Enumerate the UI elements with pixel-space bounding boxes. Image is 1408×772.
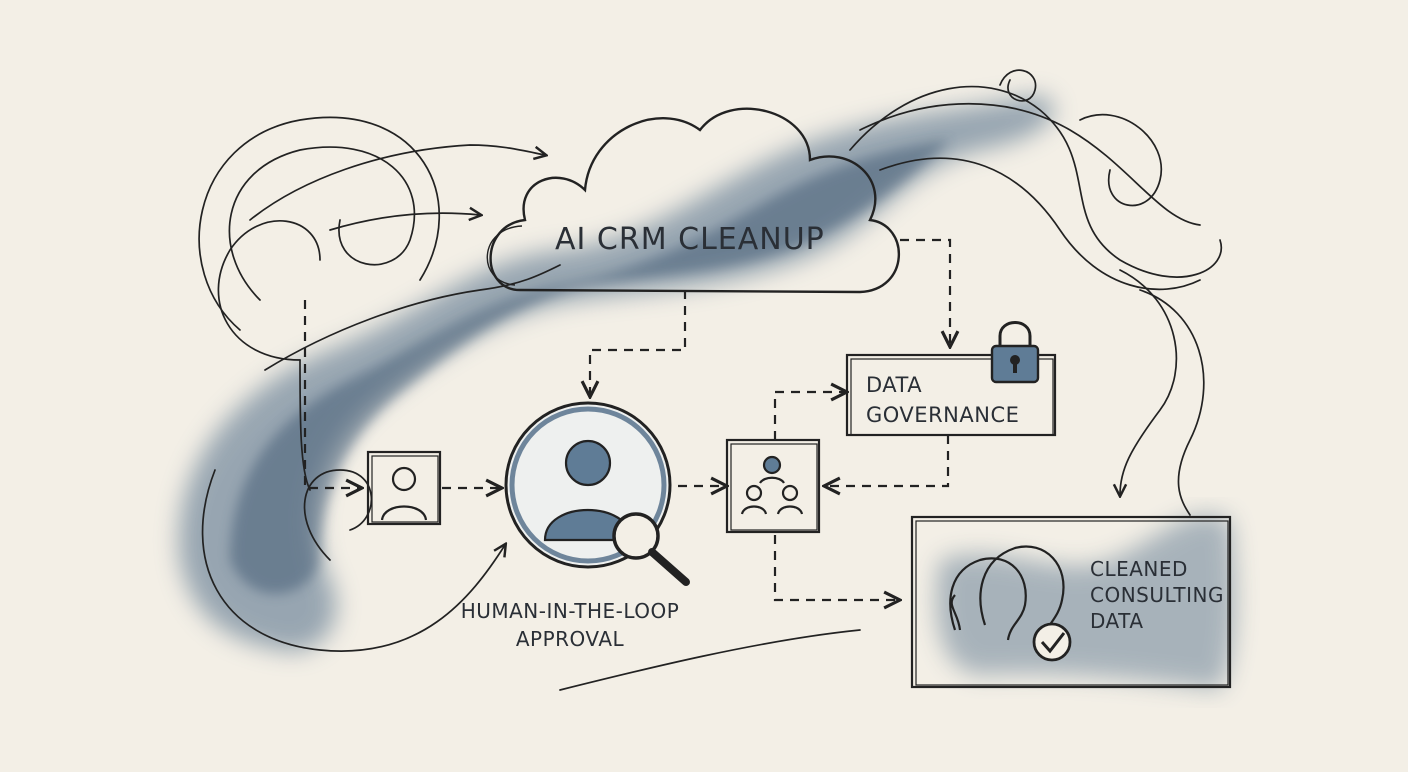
hitl-line-1: HUMAN-IN-THE-LOOP (460, 599, 680, 623)
watercolor-wash-dark (230, 140, 950, 594)
governance-box (845, 353, 1057, 437)
dashed-connectors (303, 238, 950, 600)
team-icon (725, 438, 821, 534)
diagram-title: AI CRM CLEANUP (555, 222, 825, 257)
cleaned-line-2: CONSULTING (1090, 583, 1224, 607)
padlock-icon (990, 321, 1040, 384)
user-icon (366, 450, 442, 526)
cleaned-line-1: CLEANED (1090, 557, 1188, 581)
data-governance-line-1: DATA (866, 373, 923, 397)
human-in-the-loop-label: HUMAN-IN-THE-LOOP APPROVAL (440, 597, 700, 653)
ink-swirls (198, 69, 1223, 691)
cleaned-data-label: CLEANED CONSULTING DATA (1090, 556, 1224, 634)
cloud-icon (486, 107, 901, 294)
data-governance-label: DATA GOVERNANCE (866, 370, 1019, 430)
magnifier-user-icon (504, 401, 690, 586)
head-profile-check-icon (949, 545, 1072, 662)
cleaned-line-3: DATA (1090, 609, 1144, 633)
data-governance-line-2: GOVERNANCE (866, 403, 1020, 427)
cleaned-data-box (910, 515, 1232, 689)
watercolor-wash-right (936, 514, 1236, 690)
watercolor-wash (178, 95, 1054, 652)
hitl-line-2: APPROVAL (515, 627, 625, 651)
